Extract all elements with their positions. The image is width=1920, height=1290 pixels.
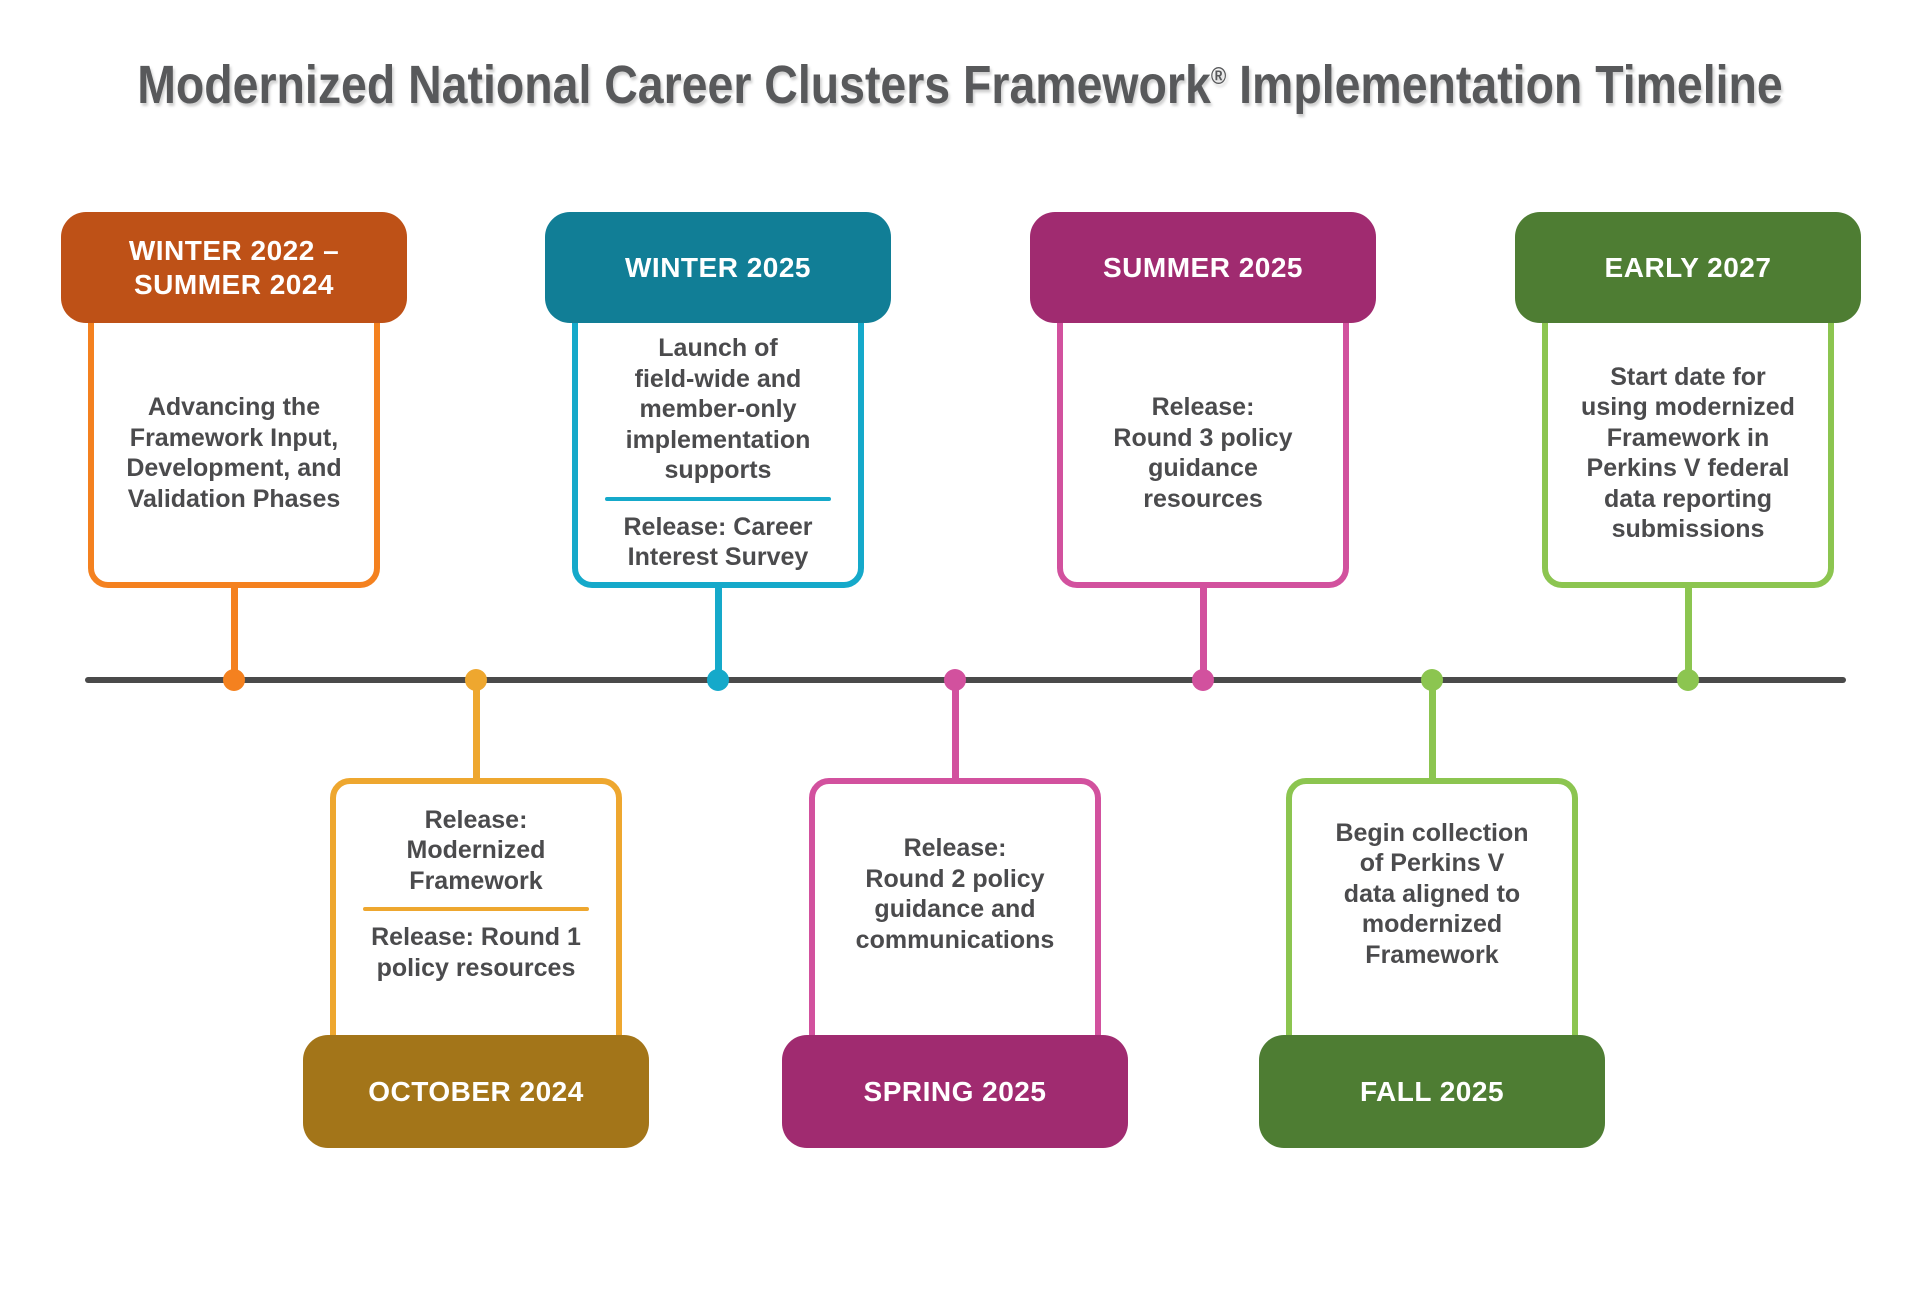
milestone-body: Release: Round 2 policy guidance and com…: [809, 778, 1101, 1060]
milestone-early-2027: EARLY 2027 Start date for using moderniz…: [1515, 212, 1861, 691]
connector-line: [1199, 582, 1207, 680]
milestone-period-header: SPRING 2025: [782, 1035, 1128, 1148]
milestone-body: Advancing the Framework Input, Developme…: [88, 270, 380, 588]
milestone-body: Launch of field-wide and member-only imp…: [572, 270, 864, 588]
page-title-text: Modernized National Career Clusters Fram…: [137, 55, 1211, 115]
timeline-dot: [1677, 669, 1699, 691]
timeline-dot: [944, 669, 966, 691]
milestone-body: Release: Modernized Framework Release: R…: [330, 778, 622, 1060]
milestone-body: Begin collection of Perkins V data align…: [1286, 778, 1578, 1060]
milestone-period-header: WINTER 2022 – SUMMER 2024: [61, 212, 407, 323]
milestone-fall-2025: Begin collection of Perkins V data align…: [1259, 669, 1605, 1148]
milestone-period-label: FALL 2025: [1359, 1075, 1505, 1107]
timeline-dot: [707, 669, 729, 691]
timeline-dot: [465, 669, 487, 691]
milestone-period-label: WINTER 2025: [625, 251, 811, 283]
milestone-description: Advancing the Framework Input, Developme…: [126, 393, 342, 513]
connector-line: [714, 582, 722, 680]
page-title-suffix: Implementation Timeline: [1226, 55, 1783, 115]
milestone-period-label: OCTOBER 2024: [368, 1075, 584, 1107]
section-divider: [605, 496, 831, 501]
connector-line: [472, 680, 480, 780]
timeline-dot: [1192, 669, 1214, 691]
milestone-description: Release: Modernized Framework: [406, 805, 546, 895]
milestone-description: Start date for using modernized Framewor…: [1581, 362, 1795, 544]
registered-trademark: ®: [1210, 63, 1227, 90]
milestone-spring-2025: Release: Round 2 policy guidance and com…: [782, 669, 1128, 1148]
connector-line: [230, 582, 238, 680]
milestone-period-header: SUMMER 2025: [1030, 212, 1376, 323]
timeline-dot: [223, 669, 245, 691]
milestone-winter-2025: WINTER 2025 Launch of field-wide and mem…: [545, 212, 891, 691]
milestone-period-label: EARLY 2027: [1604, 251, 1772, 283]
milestone-description: Launch of field-wide and member-only imp…: [625, 334, 811, 485]
milestone-description: Release: Round 2 policy guidance and com…: [855, 834, 1055, 954]
section-divider: [363, 907, 589, 912]
connector-line: [951, 680, 959, 780]
milestone-description: Release: Round 3 policy guidance resourc…: [1113, 393, 1293, 513]
page-title: Modernized National Career Clusters Fram…: [134, 58, 1785, 112]
milestone-winter-2022-summer-2024: WINTER 2022 – SUMMER 2024 Advancing the …: [61, 212, 407, 691]
milestone-october-2024: Release: Modernized Framework Release: R…: [303, 669, 649, 1148]
milestone-period-label: SUMMER 2025: [1102, 251, 1303, 283]
milestone-period-label: WINTER 2022 – SUMMER 2024: [128, 235, 340, 300]
milestone-period-header: FALL 2025: [1259, 1035, 1605, 1148]
milestone-description: Begin collection of Perkins V data align…: [1335, 818, 1529, 969]
milestone-period-header: WINTER 2025: [545, 212, 891, 323]
milestone-period-header: EARLY 2027: [1515, 212, 1861, 323]
timeline-dot: [1421, 669, 1443, 691]
milestone-period-header: OCTOBER 2024: [303, 1035, 649, 1148]
connector-line: [1684, 582, 1692, 680]
milestone-description: Release: Career Interest Survey: [623, 512, 813, 572]
connector-line: [1428, 680, 1436, 780]
milestone-summer-2025: SUMMER 2025 Release: Round 3 policy guid…: [1030, 212, 1376, 691]
milestone-description: Release: Round 1 policy resources: [371, 923, 581, 982]
milestone-body: Start date for using modernized Framewor…: [1542, 270, 1834, 588]
milestone-period-label: SPRING 2025: [863, 1075, 1047, 1107]
